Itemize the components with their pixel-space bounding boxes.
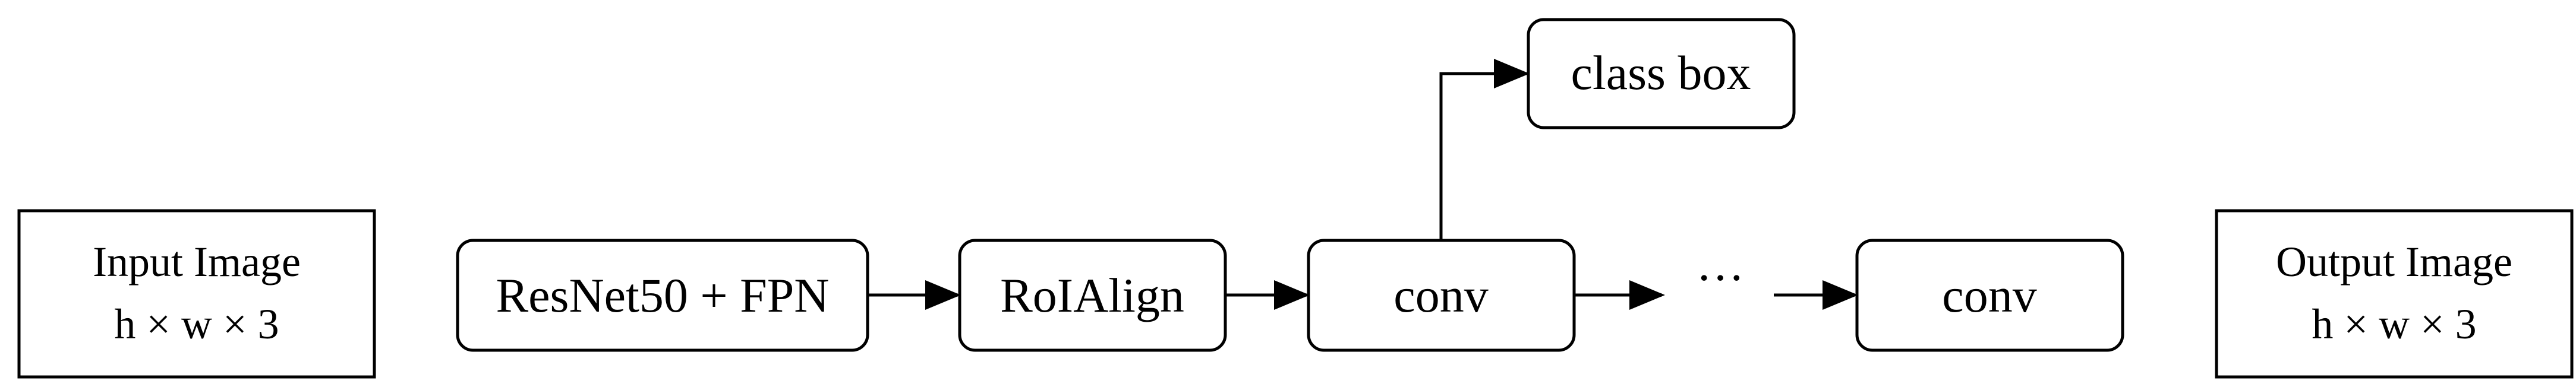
output-image-title: Output Image (2276, 238, 2512, 286)
classbox-label: class box (1571, 46, 1751, 100)
conv-label-2: conv (1942, 268, 2036, 322)
conv-node-1: conv (1307, 239, 1576, 352)
ellipsis-label: ··· (1696, 251, 1745, 305)
input-image-dims: h × w × 3 (114, 300, 279, 348)
output-image-dims: h × w × 3 (2312, 300, 2476, 348)
output-image-node: Output Image h × w × 3 (2215, 209, 2574, 379)
input-image-node: Input Image h × w × 3 (17, 209, 376, 379)
conv-node-2: conv (1855, 239, 2124, 352)
conv-label-1: conv (1393, 268, 1488, 322)
input-image-title: Input Image (93, 238, 301, 286)
arrow-conv-to-classbox (1439, 59, 1530, 240)
backbone-label: ResNet50 + FPN (496, 268, 829, 322)
roialign-label: RoIAlign (1000, 268, 1184, 322)
roialign-node: RoIAlign (958, 239, 1227, 352)
backbone-node: ResNet50 + FPN (456, 239, 869, 352)
classbox-node: class box (1527, 18, 1796, 129)
